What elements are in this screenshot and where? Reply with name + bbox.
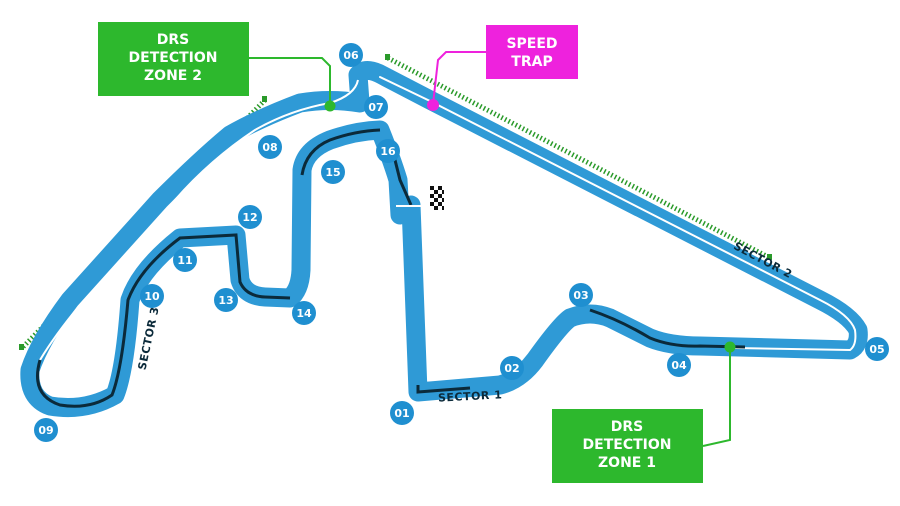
- track-centerline: [416, 385, 471, 394]
- svg-text:06: 06: [343, 49, 359, 62]
- svg-text:09: 09: [38, 424, 53, 437]
- drs2-connector: [249, 57, 331, 106]
- drs2-line1: DRS: [157, 32, 189, 48]
- corner-marker-13: 13: [214, 288, 238, 312]
- svg-text:02: 02: [504, 362, 519, 375]
- callout-connectors: [249, 51, 736, 447]
- corner-marker-15: 15: [321, 160, 345, 184]
- sector-1-label: SECTOR 1: [438, 388, 503, 404]
- corner-marker-09: 09: [34, 418, 58, 442]
- svg-text:12: 12: [242, 211, 257, 224]
- corner-marker-14: 14: [292, 301, 316, 325]
- track-inner-line: [379, 76, 857, 351]
- track-centerline: [36, 233, 291, 408]
- svg-text:13: 13: [218, 294, 233, 307]
- speed-trap-line1: SPEED: [506, 36, 557, 52]
- corner-marker-11: 11: [173, 248, 197, 272]
- corner-marker-08: 08: [258, 135, 282, 159]
- svg-text:08: 08: [262, 141, 277, 154]
- svg-text:03: 03: [573, 289, 588, 302]
- drs2-line2: DETECTION: [129, 50, 218, 66]
- svg-text:15: 15: [325, 166, 340, 179]
- drs2-point: [324, 100, 336, 112]
- svg-text:01: 01: [394, 407, 409, 420]
- drs1-callout: DRS DETECTION ZONE 1: [552, 409, 703, 483]
- svg-text:16: 16: [380, 145, 396, 158]
- corner-marker-06: 06: [339, 43, 363, 67]
- corner-marker-10: 10: [140, 284, 164, 308]
- svg-text:10: 10: [144, 290, 160, 303]
- drs1-point: [724, 341, 736, 353]
- finish-line: [396, 186, 444, 210]
- track-surface: [20, 61, 868, 418]
- drs-zone-end: [767, 254, 772, 260]
- speed-trap-callout-box: [486, 25, 578, 79]
- chequered-flag-icon: [430, 186, 444, 210]
- drs1-connector: [702, 347, 731, 447]
- svg-text:07: 07: [368, 101, 383, 114]
- drs1-line1: DRS: [611, 419, 643, 435]
- drs-zone-end: [19, 344, 24, 350]
- drs2-callout: DRS DETECTION ZONE 2: [98, 22, 249, 96]
- corner-marker-02: 02: [500, 356, 524, 380]
- track-centerline: [589, 308, 746, 349]
- track-inner-line: [39, 79, 359, 361]
- sector-3-label: SECTOR 3: [136, 305, 162, 371]
- drs-zone-strip: [386, 55, 772, 261]
- corner-marker-12: 12: [238, 205, 262, 229]
- svg-text:11: 11: [177, 254, 192, 267]
- corner-marker-07: 07: [364, 95, 388, 119]
- speed-trap-callout: SPEED TRAP: [486, 25, 578, 79]
- corner-marker-16: 16: [376, 139, 400, 163]
- drs-zone-end: [385, 54, 390, 60]
- corner-marker-03: 03: [569, 283, 593, 307]
- speed-trap-point: [427, 99, 439, 111]
- speed-trap-connector: [432, 51, 486, 105]
- corner-marker-01: 01: [390, 401, 414, 425]
- corner-marker-05: 05: [865, 337, 889, 361]
- track: [20, 61, 868, 418]
- svg-text:05: 05: [869, 343, 884, 356]
- drs1-line3: ZONE 1: [598, 455, 656, 471]
- drs2-line3: ZONE 2: [144, 68, 202, 84]
- corner-markers: 01 02 03 04 05 06 07 08 09 10 11 12 13 1…: [34, 43, 889, 442]
- drs1-line2: DETECTION: [583, 437, 672, 453]
- svg-text:14: 14: [296, 307, 312, 320]
- track-centerline: [300, 128, 381, 176]
- corner-marker-04: 04: [667, 353, 691, 377]
- drs1-callout-box: [552, 409, 703, 483]
- speed-trap-line2: TRAP: [511, 54, 552, 70]
- svg-text:04: 04: [671, 359, 687, 372]
- drs-zone-end: [262, 96, 267, 102]
- drs2-callout-box: [98, 22, 249, 96]
